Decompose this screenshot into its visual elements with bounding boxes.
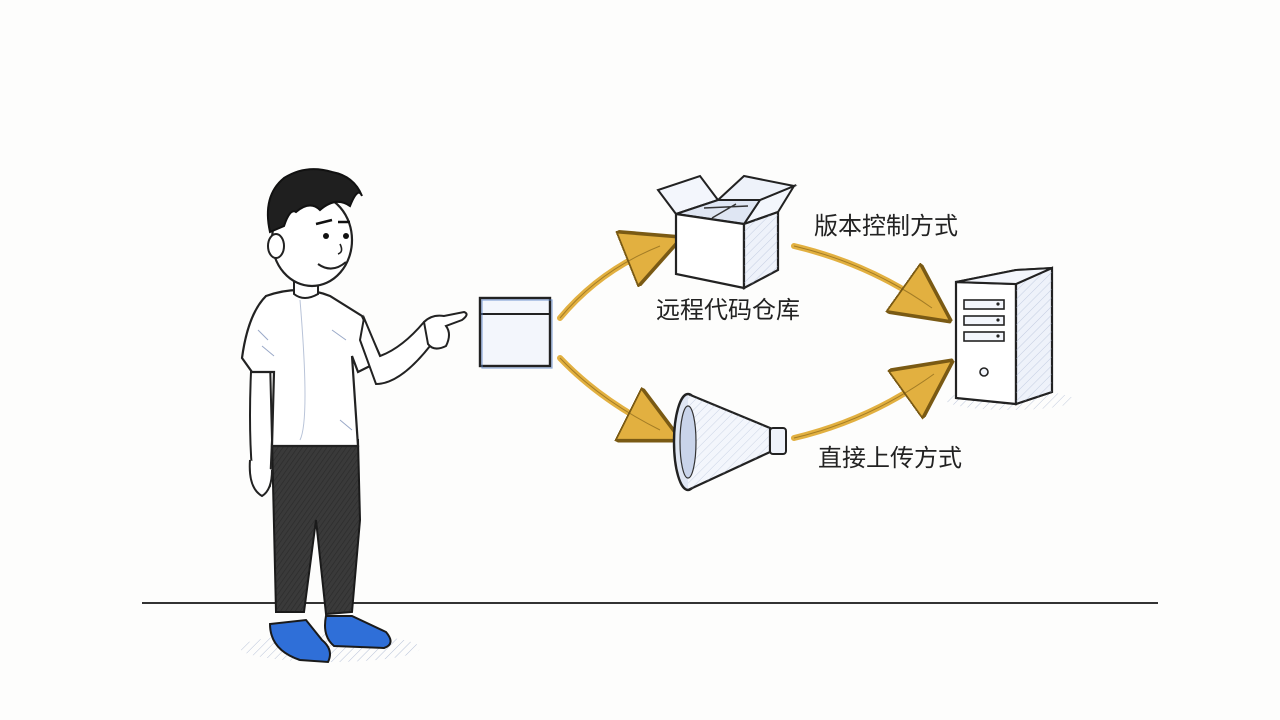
- version-control-label: 版本控制方式: [814, 212, 958, 240]
- arrow-repo-to-server: [791, 243, 932, 308]
- person-figure: [240, 168, 468, 664]
- server-tower-icon: [946, 266, 1074, 410]
- arrow-to-repo: [557, 246, 660, 321]
- right-shoe: [324, 615, 392, 650]
- left-shoe: [268, 618, 331, 664]
- funnel-icon: [672, 392, 787, 492]
- hair: [266, 168, 363, 234]
- window-icon: [478, 296, 553, 369]
- direct-upload-label: 直接上传方式: [818, 444, 962, 472]
- pointing-hand: [422, 310, 468, 350]
- arrow-funnel-to-server: [791, 374, 934, 441]
- arrow-to-funnel: [557, 355, 660, 430]
- remote-repo-label: 远程代码仓库: [656, 296, 800, 324]
- open-box-icon: [656, 174, 798, 290]
